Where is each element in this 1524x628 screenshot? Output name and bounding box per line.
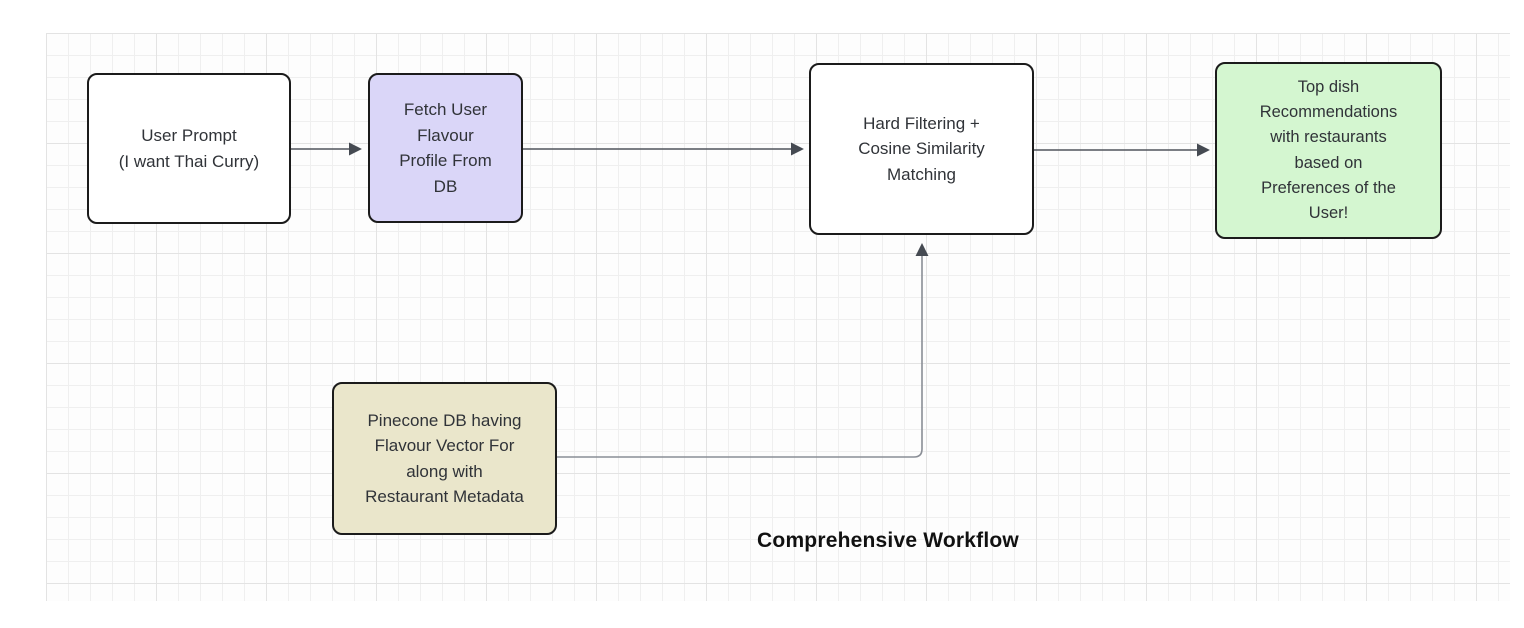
node-pinecone-db-label: Pinecone DB having Flavour Vector For al… [365,410,524,507]
node-fetch-user-flavour-profile-label: Fetch User Flavour Profile From DB [399,100,492,196]
node-top-dish-recommendations[interactable]: Top dish Recommendations with restaurant… [1215,62,1442,239]
node-pinecone-db[interactable]: Pinecone DB having Flavour Vector For al… [332,382,557,535]
node-user-prompt-label: User Prompt (I want Thai Curry) [118,126,260,171]
diagram-title: Comprehensive Workflow [757,529,1019,552]
node-user-prompt[interactable]: User Prompt (I want Thai Curry) [87,73,291,224]
node-hard-filtering-cosine-similarity[interactable]: Hard Filtering + Cosine Similarity Match… [809,63,1034,235]
node-top-dish-recommendations-label: Top dish Recommendations with restaurant… [1259,78,1398,222]
node-hard-filtering-cosine-similarity-label: Hard Filtering + Cosine Similarity Match… [858,113,985,184]
node-fetch-user-flavour-profile[interactable]: Fetch User Flavour Profile From DB [368,73,523,223]
